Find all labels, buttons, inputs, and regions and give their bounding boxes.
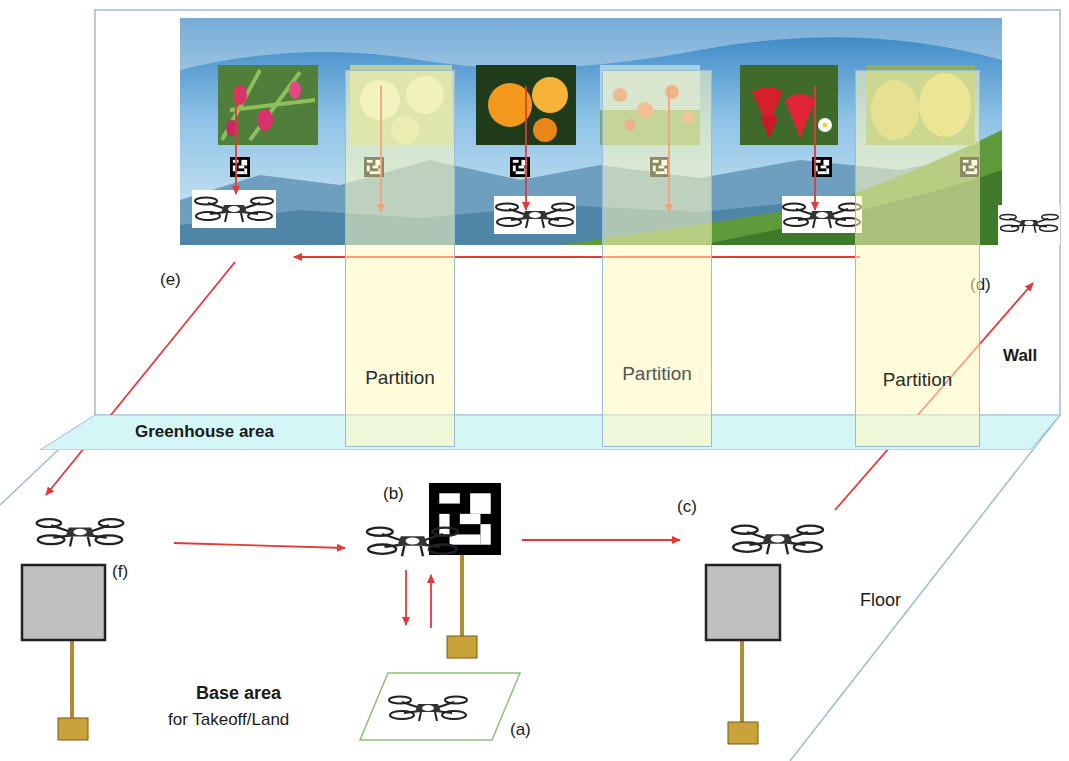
area-label: Greenhouse area bbox=[135, 422, 274, 442]
floor-label: Floor bbox=[860, 590, 901, 611]
partition-label: Partition bbox=[622, 363, 692, 385]
partition-column: Partition bbox=[602, 70, 712, 447]
wall-label: Wall bbox=[1003, 346, 1037, 366]
callout-letter: (c) bbox=[677, 497, 697, 517]
partition-label: Partition bbox=[883, 369, 953, 391]
callout-letter: (b) bbox=[383, 484, 404, 504]
partition-column: Partition bbox=[345, 70, 455, 447]
callout-letter: (a) bbox=[510, 720, 531, 740]
callout-letter: (e) bbox=[160, 270, 181, 290]
partition-label: Partition bbox=[365, 367, 435, 389]
stands bbox=[22, 483, 780, 744]
callout-letter: (f) bbox=[112, 562, 128, 582]
base-area-title: Base area bbox=[196, 683, 281, 704]
base-area-note: for Takeoff/Land bbox=[168, 710, 289, 730]
partition-column: Partition bbox=[855, 70, 980, 447]
